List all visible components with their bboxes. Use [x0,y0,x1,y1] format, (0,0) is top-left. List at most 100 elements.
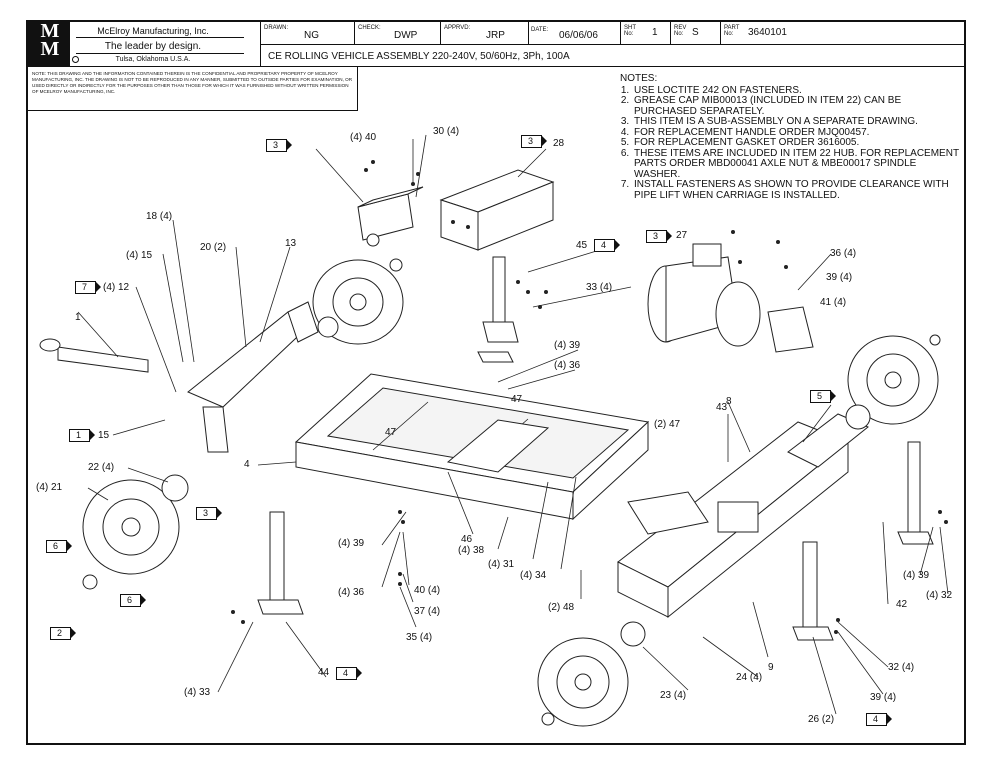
fastener-hardware [231,160,948,634]
callout-22: 22 (4) [88,462,115,473]
flag-28-note: 3 [521,135,548,148]
note-item: FOR REPLACEMENT HANDLE ORDER MJQ00457. [632,127,960,139]
company-name: McElroy Manufacturing, Inc. [97,26,209,36]
flag-12-note: 7 [75,281,102,294]
flag-15-note: 1 [69,429,96,442]
wheel-upper-left [312,259,404,345]
callout-13: 13 [285,238,297,249]
callout-46: 46 [461,534,473,545]
leader-lines [77,134,949,715]
callout-47a: 47 [385,427,397,438]
notes-heading: NOTES: [620,73,658,84]
drawing-title: CE ROLLING VEHICLE ASSEMBLY 220-240V, 50… [268,51,570,62]
note-item: FOR REPLACEMENT GASKET ORDER 3616005. [632,137,960,149]
flag-44-note: 4 [336,667,363,680]
main-frame [294,373,650,521]
part-label: PART No: [724,25,740,37]
callout-42: 42 [896,599,908,610]
note-item: INSTALL FASTENERS AS SHOWN TO PROVIDE CL… [632,179,960,201]
approved-label: APPRVD: [444,25,471,31]
flag-2-note: 2 [50,627,77,640]
callout-33b: (4) 33 [184,687,211,698]
callout-36b: 36 (4) [830,248,857,259]
date-value: 06/06/06 [559,30,598,41]
callout-43: 43 [716,402,728,413]
callout-36c: (4) 36 [338,587,365,598]
part-value: 3640101 [748,27,787,38]
callout-15: (4) 15 [126,250,153,261]
drawing-sheet: MMI McElroy Manufacturing, Inc. The lead… [26,20,966,745]
callout-39d: (4) 39 [903,570,930,581]
flag-45-note: 4 [594,239,621,252]
flag-27-note: 3 [646,230,673,243]
exploded-assembly-drawing [39,134,949,727]
sheet-label: SHT No: [624,25,636,37]
revision-value: S [692,27,699,38]
jack-stand-right [792,441,934,641]
notes-block: NOTES: USE LOCTITE 242 ON FASTENERS. GRE… [620,73,960,201]
callout-37: 37 (4) [414,606,441,617]
callout-39c: (4) 39 [338,538,365,549]
wheel-bottom [537,621,646,727]
callout-33: 33 (4) [586,282,613,293]
callout-30: 30 (4) [433,126,460,137]
company-location: Tulsa, Oklahoma U.S.A. [115,56,191,63]
callout-28: 28 [553,138,565,149]
callout-23: 23 (4) [660,690,687,701]
drawn-label: DRAWN: [264,25,289,31]
callout-8: 8 [726,396,732,407]
callout-44: 44 [318,667,330,678]
wheel-left [82,474,189,590]
check-label: CHECK: [358,25,381,31]
flag-26-note: 4 [866,713,893,726]
callout-41: 41 (4) [820,297,847,308]
date-label: DATE: [531,27,549,33]
callout-24: 24 (4) [736,672,763,683]
callout-47b: 47 [511,394,523,405]
flag-5-note: 5 [810,390,837,403]
control-box-small [357,186,424,272]
callout-18: 18 (4) [146,211,173,222]
callout-40b: 40 (4) [414,585,441,596]
callout-45: 45 [576,240,588,251]
callout-47c: (2) 47 [654,419,681,430]
wheel-right [845,334,941,430]
callout-31: (4) 31 [488,559,515,570]
tow-bar [39,301,319,453]
sheet-value: 1 [652,27,658,38]
callout-39a: (4) 39 [554,340,581,351]
registered-mark-icon [72,56,79,63]
note-item: THIS ITEM IS A SUB-ASSEMBLY ON A SEPARAT… [632,116,960,128]
flag-3-note: 3 [196,507,223,520]
callout-34: (4) 34 [520,570,547,581]
confidential-note: NOTE: THIS DRAWING AND THE INFORMATION C… [32,71,353,94]
flag-6a-note: 6 [46,540,73,553]
company-slogan: The leader by design. [104,41,202,52]
drawn-value: NG [304,30,319,41]
callout-12: (4) 12 [103,282,130,293]
approved-value: JRP [486,30,505,41]
callout-15b: 15 [98,430,110,441]
callout-21: (4) 21 [36,482,63,493]
callout-4: 4 [244,459,250,470]
electrical-box [439,169,555,251]
callout-36a: (4) 36 [554,360,581,371]
callout-38: (4) 38 [458,545,485,556]
motor-assembly [647,243,814,353]
callout-40: (4) 40 [350,132,377,143]
callout-48: (2) 48 [548,602,575,613]
callout-32b: 32 (4) [888,662,915,673]
revision-label: REV No: [674,25,687,37]
callout-39e: 39 (4) [870,692,897,703]
note-item: USE LOCTITE 242 ON FASTENERS. [632,85,960,97]
rear-carriage [617,413,869,619]
jack-stand-left [257,511,304,615]
stand-45 [477,256,519,363]
callout-27: 27 [676,230,688,241]
callout-35: 35 (4) [406,632,433,643]
callout-26: 26 (2) [808,714,835,725]
note-item: GREASE CAP MIB00013 (INCLUDED IN ITEM 22… [632,95,960,117]
callout-32a: (4) 32 [926,590,953,601]
note-item: THESE ITEMS ARE INCLUDED IN ITEM 22 HUB.… [632,148,960,181]
flag-6b-note: 6 [120,594,147,607]
